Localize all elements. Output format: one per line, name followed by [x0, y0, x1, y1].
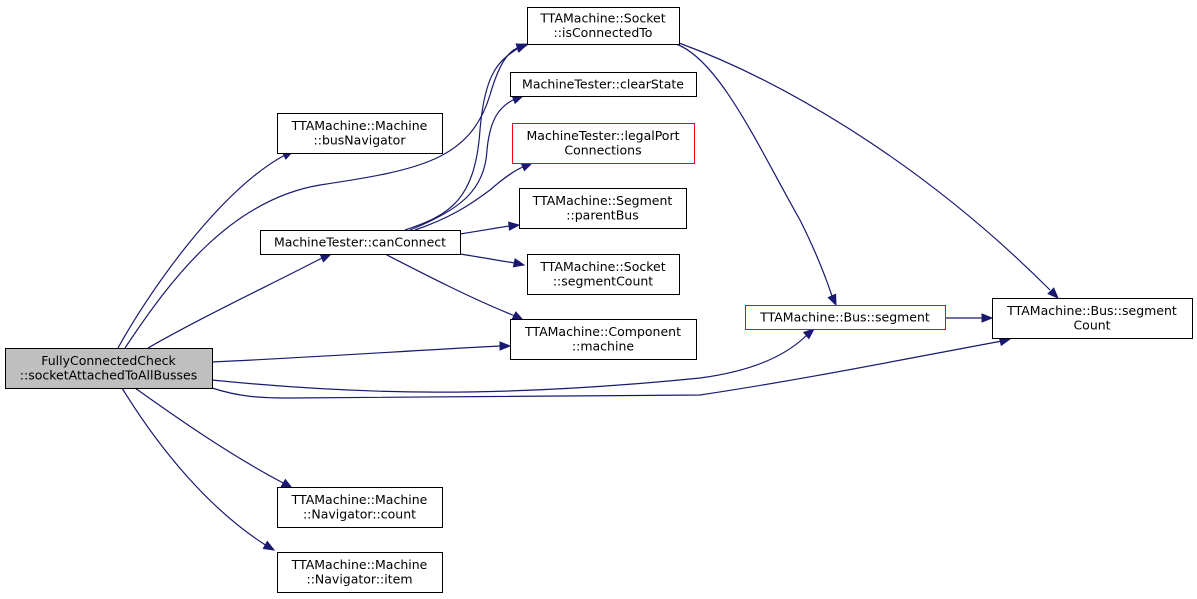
node-label-line: TTAMachine::Component — [524, 324, 681, 339]
arrowhead — [827, 293, 837, 307]
arrowhead — [1047, 287, 1059, 299]
node-label-line: TTAMachine::Bus::segment — [1006, 303, 1177, 318]
node-clearState[interactable]: MachineTester::clearState — [510, 72, 697, 97]
edge-root-to-navItem — [121, 387, 276, 551]
node-label-line: TTAMachine::Machine — [291, 557, 428, 572]
edge-line — [459, 225, 511, 235]
arrowhead — [262, 540, 276, 551]
edge-line — [414, 165, 526, 231]
node-label-line: MachineTester::clearState — [522, 76, 684, 91]
node-label-line: TTAMachine::Socket — [539, 11, 665, 26]
arrowhead — [508, 221, 521, 231]
node-label-line: TTAMachine::Segment — [532, 193, 673, 208]
node-box — [277, 113, 443, 154]
node-box — [277, 552, 443, 593]
edge-line — [404, 46, 521, 231]
node-label-line: ::segmentCount — [553, 274, 653, 289]
node-root[interactable]: FullyConnectedCheck::socketAttachedToAll… — [5, 348, 213, 389]
node-label-line: TTAMachine::Socket — [539, 259, 665, 274]
edge-root-to-compMachine — [211, 341, 512, 363]
node-label-line: ::parentBus — [566, 208, 638, 223]
edge-line — [678, 42, 1051, 291]
node-box — [527, 254, 680, 295]
node-box — [527, 7, 680, 45]
edge-line — [459, 253, 516, 264]
node-compMachine[interactable]: TTAMachine::Component::machine — [510, 319, 697, 360]
node-box — [277, 487, 443, 528]
node-box — [5, 348, 213, 389]
node-box — [745, 305, 946, 330]
node-box — [510, 72, 697, 97]
edge-line — [147, 257, 323, 349]
arrowhead — [280, 478, 294, 489]
edge-line — [124, 46, 521, 349]
node-box — [512, 123, 695, 164]
edges-layer — [117, 42, 1059, 551]
edge-root-to-isConnectedTo — [124, 43, 529, 349]
node-label-line: MachineTester::canConnect — [274, 234, 446, 249]
edge-line — [409, 98, 516, 231]
node-canConnect[interactable]: MachineTester::canConnect — [260, 230, 461, 255]
node-isConnectedTo[interactable]: TTAMachine::Socket::isConnectedTo — [527, 7, 680, 45]
node-box — [260, 230, 461, 255]
edge-canConnect-to-isConnectedTo — [404, 43, 529, 231]
node-segmentCount[interactable]: TTAMachine::Socket::segmentCount — [527, 254, 680, 295]
arrowhead — [981, 313, 994, 323]
node-label-line: Count — [1073, 318, 1110, 333]
node-navItem[interactable]: TTAMachine::Machine::Navigator::item — [277, 552, 443, 593]
arrowhead — [520, 162, 534, 172]
node-navCount[interactable]: TTAMachine::Machine::Navigator::count — [277, 487, 443, 528]
arrowhead — [512, 258, 526, 268]
edge-line — [211, 345, 501, 363]
edge-line — [211, 340, 1003, 399]
arrowhead — [802, 328, 816, 340]
node-label-line: ::Navigator::item — [306, 572, 412, 587]
node-label-line: FullyConnectedCheck — [41, 353, 176, 368]
edge-busSegment-to-busSegCount — [945, 313, 994, 323]
node-label-line: ::socketAttachedToAllBusses — [20, 368, 197, 383]
node-label-line: MachineTester::legalPort — [527, 128, 680, 143]
arrowhead — [515, 43, 529, 53]
node-parentBus[interactable]: TTAMachine::Segment::parentBus — [519, 188, 687, 229]
node-label-line: TTAMachine::Machine — [291, 118, 428, 133]
edge-root-to-navCount — [134, 387, 294, 489]
node-busNavigator[interactable]: TTAMachine::Machine::busNavigator — [277, 113, 443, 154]
nodes-layer: FullyConnectedCheck::socketAttachedToAll… — [5, 7, 1193, 593]
node-label-line: TTAMachine::Machine — [291, 492, 428, 507]
edge-isConnectedTo-to-busSegCount — [678, 42, 1059, 299]
edge-canConnect-to-segmentCount — [459, 253, 526, 268]
node-label-line: ::busNavigator — [314, 133, 407, 148]
arrowhead — [319, 253, 333, 263]
node-box — [519, 188, 687, 229]
edge-canConnect-to-compMachine — [384, 253, 525, 321]
edge-canConnect-to-parentBus — [459, 221, 521, 235]
node-label-line: ::machine — [572, 339, 634, 354]
edge-root-to-canConnect — [147, 253, 333, 349]
node-busSegCount[interactable]: TTAMachine::Bus::segmentCount — [992, 298, 1193, 339]
node-box — [510, 319, 697, 360]
node-label-line: ::Navigator::count — [303, 507, 416, 522]
node-box — [992, 298, 1193, 339]
arrowhead — [511, 311, 525, 321]
edge-line — [134, 387, 286, 485]
node-label-line: ::isConnectedTo — [554, 25, 653, 40]
edge-line — [384, 253, 516, 317]
node-busSegment[interactable]: TTAMachine::Bus::segment — [745, 305, 946, 330]
edge-isConnectedTo-to-busSegment — [675, 43, 837, 307]
edge-line — [117, 154, 286, 349]
edge-line — [675, 43, 833, 297]
edge-line — [211, 333, 809, 393]
node-label-line: TTAMachine::Bus::segment — [759, 309, 930, 324]
edge-root-to-busSegment — [211, 328, 816, 393]
arrowhead — [499, 341, 512, 351]
edge-line — [121, 387, 268, 547]
node-label-line: Connections — [564, 143, 641, 158]
